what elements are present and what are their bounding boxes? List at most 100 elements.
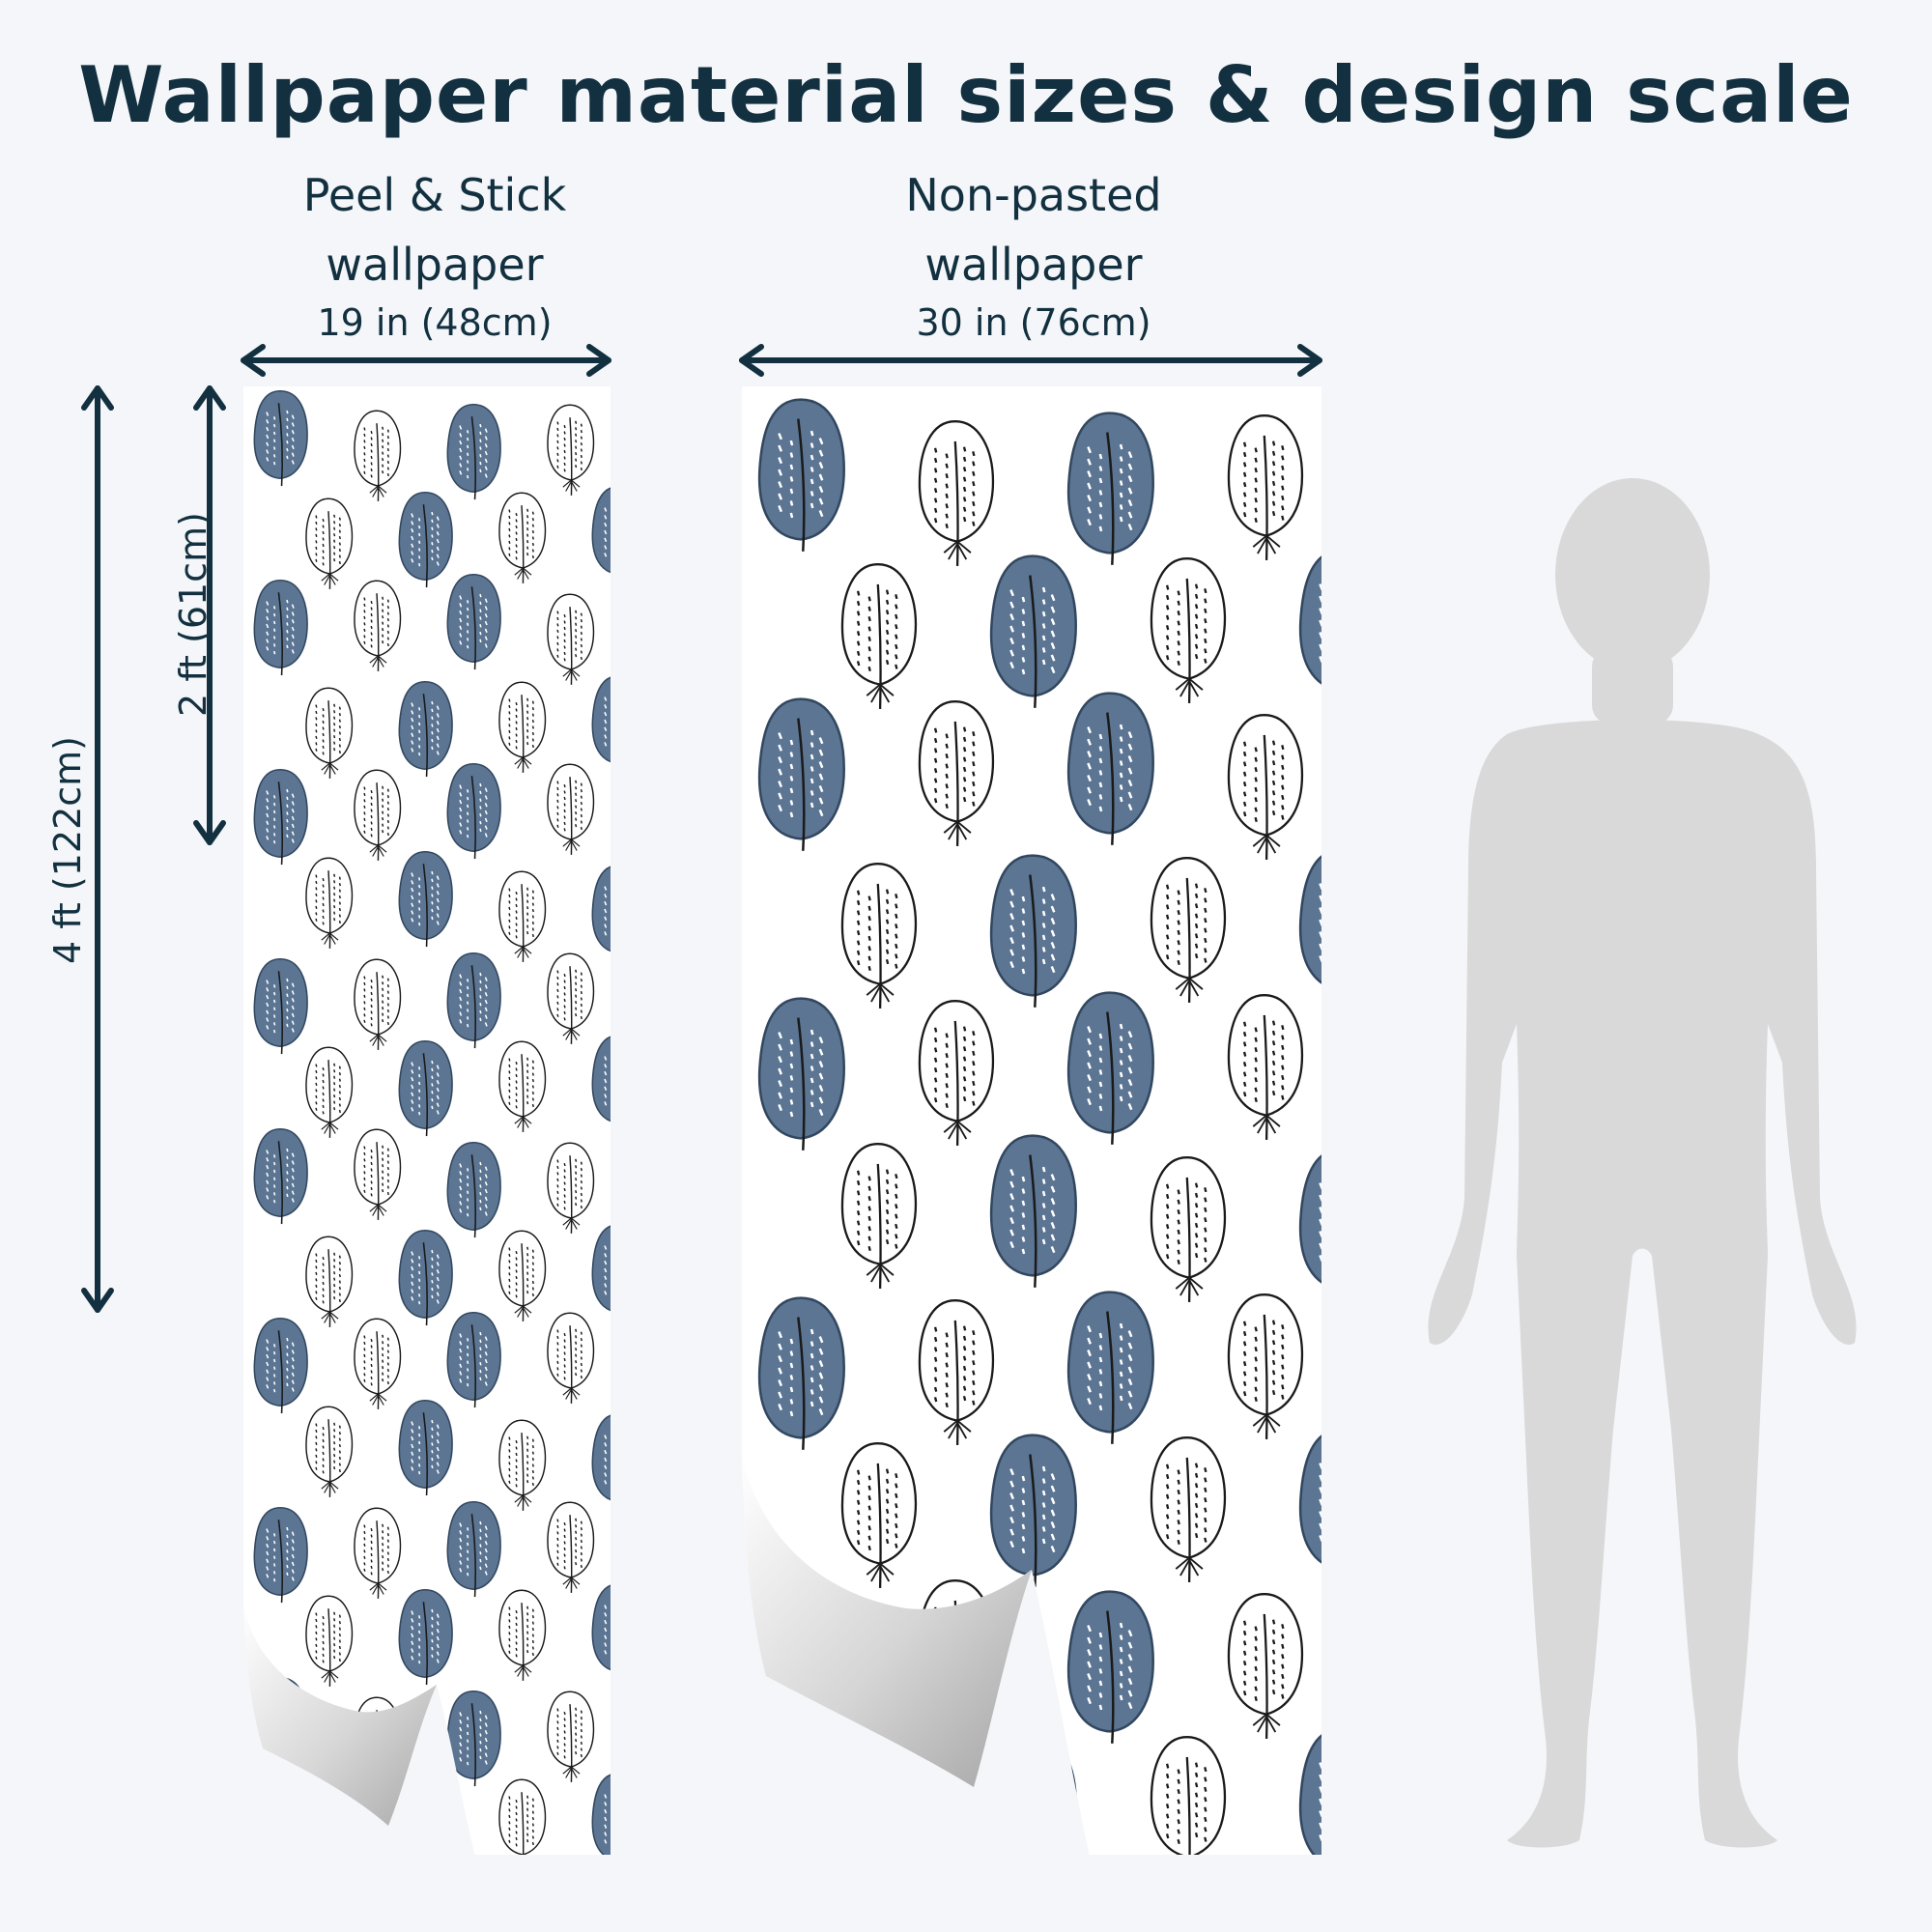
white-feather-icon <box>1227 714 1304 860</box>
page-title: Wallpaper material sizes & design scale <box>78 50 1854 140</box>
blue-feather-icon <box>591 1414 611 1501</box>
blue-feather-icon <box>398 1229 453 1326</box>
blue-feather-icon <box>253 1127 308 1225</box>
white-feather-icon <box>498 492 547 583</box>
blue-feather-icon <box>989 554 1077 708</box>
peel-stick-label-line2: wallpaper <box>326 239 544 291</box>
white-feather-icon <box>354 769 402 861</box>
white-feather-icon <box>547 763 595 855</box>
blue-feather-icon <box>1298 555 1321 685</box>
white-feather-icon <box>498 1419 547 1511</box>
white-feather-icon <box>547 593 595 685</box>
blue-feather-icon <box>1298 1154 1321 1284</box>
white-feather-icon <box>1150 1156 1227 1302</box>
white-feather-icon <box>1227 994 1304 1140</box>
blue-feather-icon <box>591 866 611 952</box>
blue-feather-icon <box>446 1500 501 1598</box>
white-feather-icon <box>547 952 595 1044</box>
white-feather-icon <box>1227 1593 1304 1739</box>
white-feather-icon <box>1227 1293 1304 1439</box>
white-feather-icon <box>1150 1436 1227 1582</box>
peel-stick-width-arrow <box>241 344 611 377</box>
blue-feather-icon <box>253 957 308 1055</box>
white-feather-icon <box>305 497 354 589</box>
blue-feather-icon <box>1298 1435 1321 1564</box>
blue-feather-icon <box>1066 412 1154 565</box>
white-feather-icon <box>305 1595 354 1687</box>
white-feather-icon <box>1150 857 1227 1003</box>
peel-stick-label: Peel & Stick wallpaper <box>242 160 628 299</box>
white-feather-icon <box>354 1318 402 1409</box>
white-feather-icon <box>547 1312 595 1404</box>
white-feather-icon <box>354 1507 402 1599</box>
blue-feather-icon <box>591 487 611 574</box>
blue-feather-icon <box>446 762 501 860</box>
blue-feather-icon <box>446 952 501 1049</box>
blue-feather-icon <box>253 389 308 487</box>
white-feather-icon <box>840 1442 918 1588</box>
blue-feather-icon <box>757 1296 845 1450</box>
blue-feather-icon <box>591 1774 611 1855</box>
peel-stick-width-label: 19 in (48cm) <box>317 301 553 344</box>
blue-feather-icon <box>253 768 308 866</box>
white-feather-icon <box>840 863 918 1009</box>
blue-feather-icon <box>1298 1734 1321 1855</box>
blue-feather-icon <box>398 491 453 588</box>
white-feather-icon <box>918 1000 995 1146</box>
peel-stick-label-line1: Peel & Stick <box>302 169 567 221</box>
white-feather-icon <box>498 870 547 962</box>
white-feather-icon <box>1227 414 1304 560</box>
blue-feather-icon <box>253 1317 308 1414</box>
blue-feather-icon <box>446 403 501 500</box>
blue-feather-icon <box>1066 1291 1154 1444</box>
blue-feather-icon <box>253 1506 308 1604</box>
non-pasted-label: Non-pasted wallpaper <box>840 160 1227 299</box>
white-feather-icon <box>840 563 918 709</box>
two-ft-height-arrow <box>193 385 226 845</box>
blue-feather-icon <box>989 1434 1077 1587</box>
blue-feather-icon <box>398 850 453 948</box>
non-pasted-page-curl <box>742 1459 1090 1857</box>
white-feather-icon <box>547 1501 595 1593</box>
white-feather-icon <box>354 958 402 1050</box>
blue-feather-icon <box>591 1036 611 1122</box>
blue-feather-icon <box>398 1588 453 1686</box>
four-ft-height-arrow <box>81 385 114 1313</box>
blue-feather-icon <box>1066 692 1154 845</box>
blue-feather-icon <box>1066 991 1154 1145</box>
blue-feather-icon <box>1298 855 1321 984</box>
blue-feather-icon <box>1066 1590 1154 1744</box>
white-feather-icon <box>305 1046 354 1138</box>
non-pasted-label-line1: Non-pasted <box>905 169 1162 221</box>
blue-feather-icon <box>446 1311 501 1408</box>
blue-feather-icon <box>253 579 308 676</box>
white-feather-icon <box>1150 1736 1227 1855</box>
non-pasted-label-line2: wallpaper <box>924 239 1143 291</box>
white-feather-icon <box>547 404 595 496</box>
white-feather-icon <box>498 1230 547 1321</box>
blue-feather-icon <box>591 676 611 763</box>
white-feather-icon <box>547 1690 595 1782</box>
blue-feather-icon <box>398 1399 453 1496</box>
blue-feather-icon <box>757 398 845 552</box>
white-feather-icon <box>305 857 354 949</box>
peel-stick-wallpaper-panel <box>243 386 611 1855</box>
non-pasted-width-arrow <box>739 344 1322 377</box>
peel-stick-page-curl <box>243 1604 475 1857</box>
white-feather-icon <box>305 1236 354 1327</box>
white-feather-icon <box>840 1143 918 1289</box>
white-feather-icon <box>1150 557 1227 703</box>
blue-feather-icon <box>446 1690 501 1787</box>
white-feather-icon <box>305 687 354 779</box>
white-feather-icon <box>354 410 402 501</box>
blue-feather-icon <box>989 1134 1077 1288</box>
white-feather-icon <box>918 1299 995 1445</box>
blue-feather-icon <box>446 1141 501 1238</box>
white-feather-icon <box>498 681 547 773</box>
non-pasted-width-label: 30 in (76cm) <box>916 301 1151 344</box>
white-feather-icon <box>305 1406 354 1497</box>
blue-feather-icon <box>591 1584 611 1671</box>
blue-feather-icon <box>757 997 845 1151</box>
